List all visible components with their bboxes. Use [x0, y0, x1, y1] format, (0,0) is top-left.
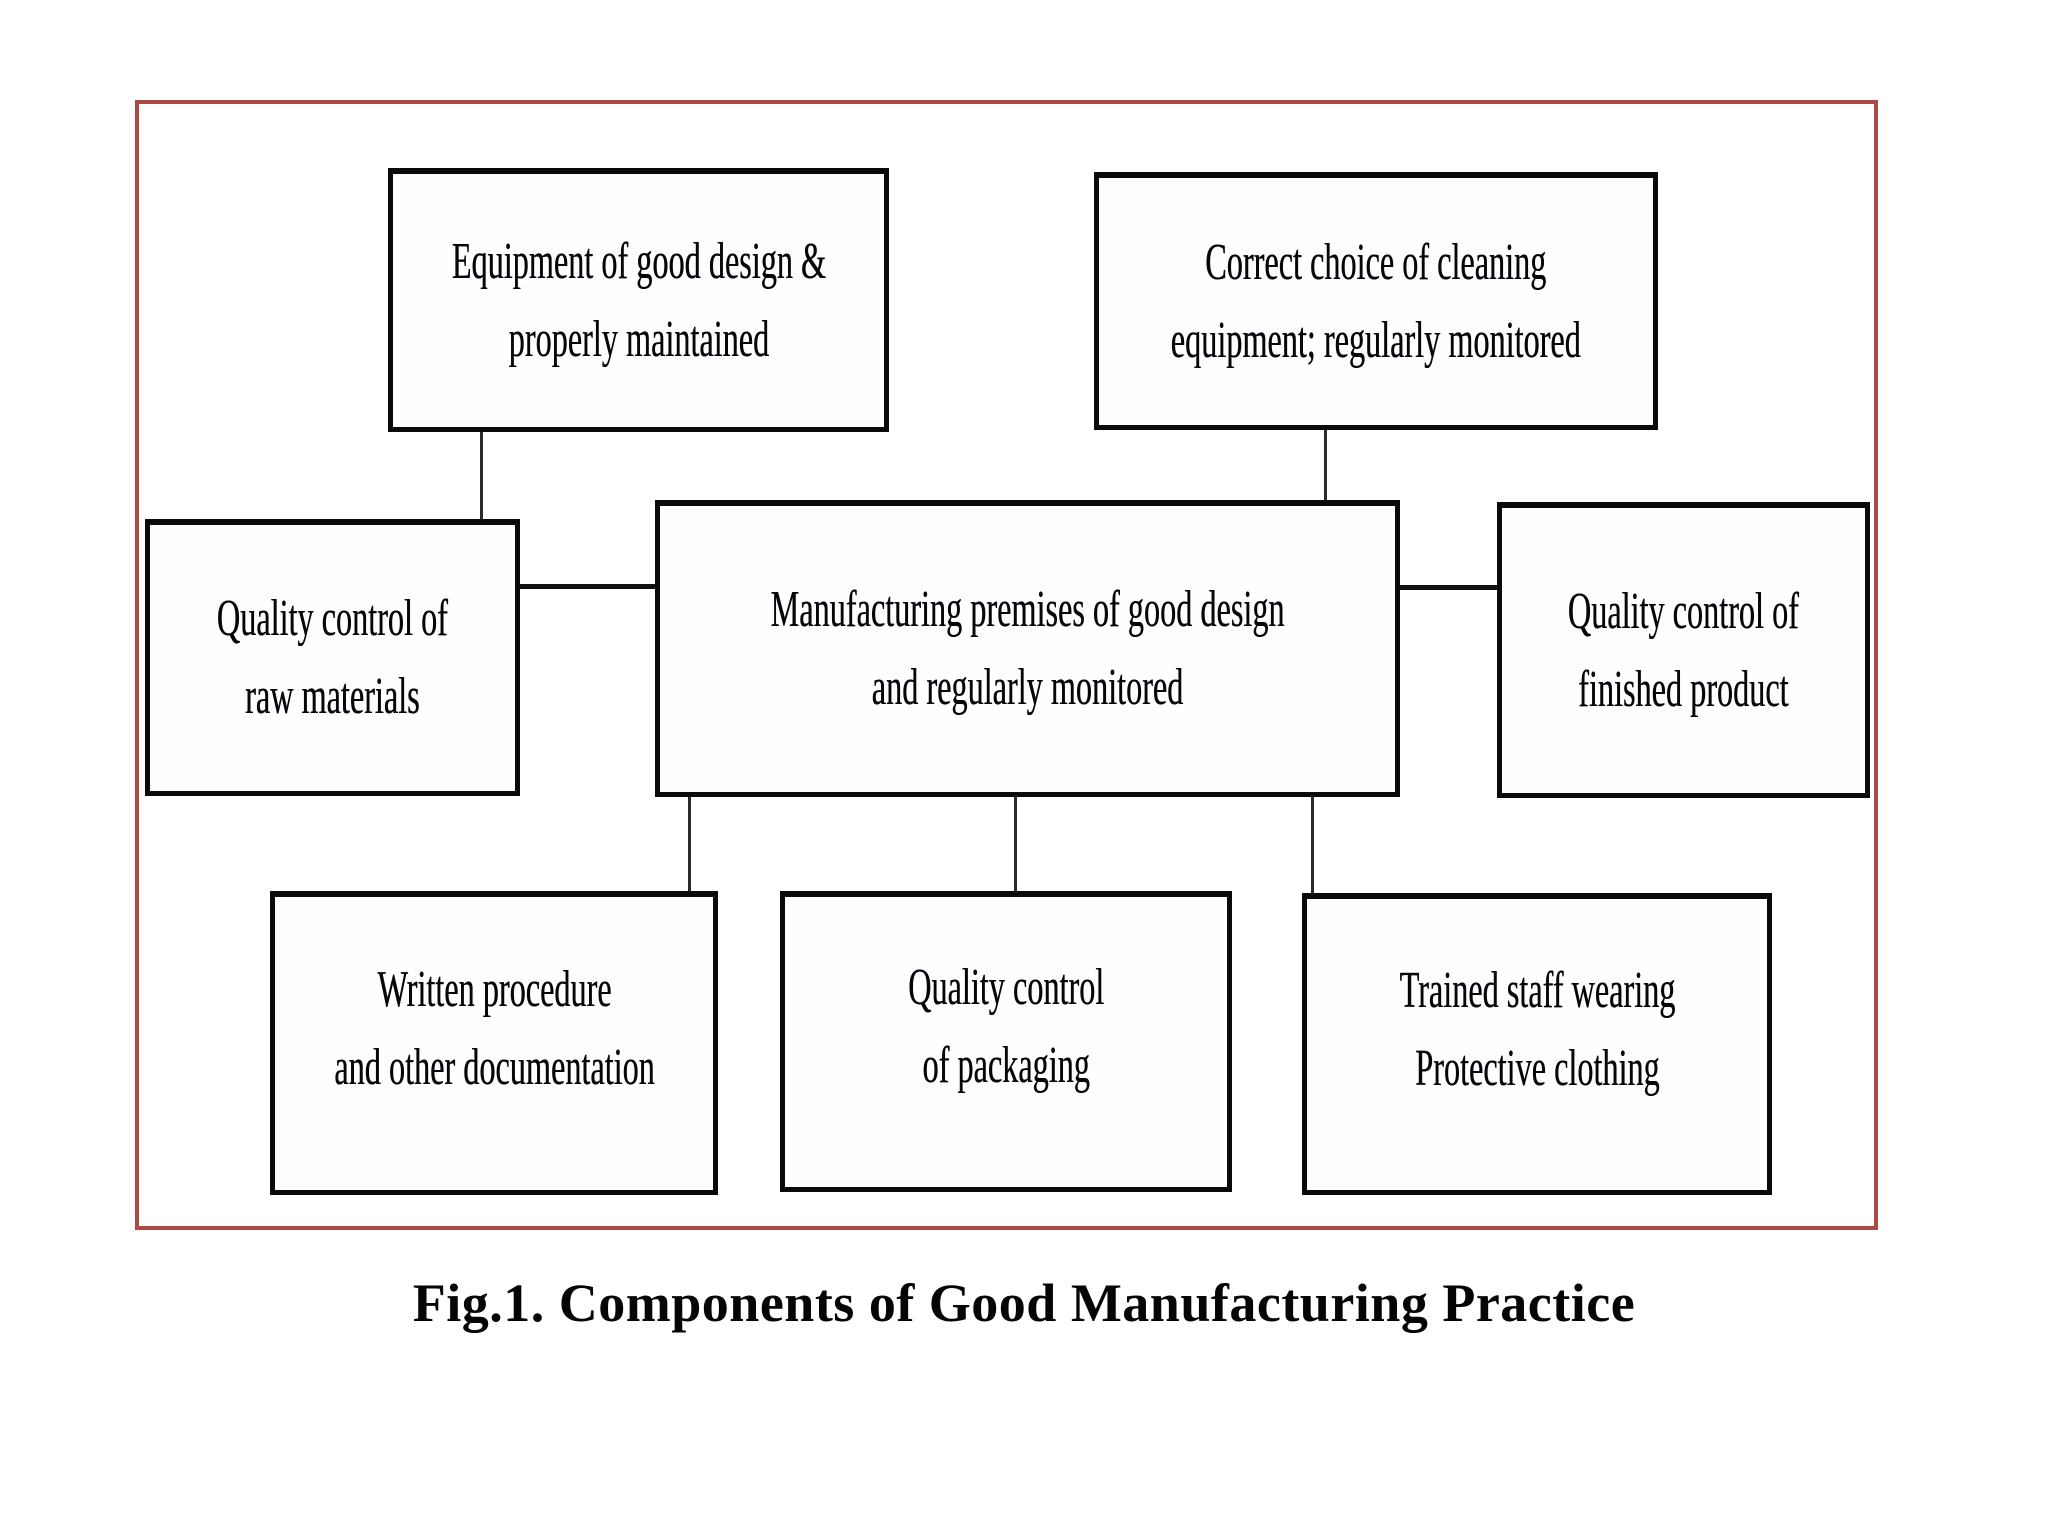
node-quality-control-packaging: Quality control of packaging: [780, 891, 1232, 1192]
node-label: Correct choice of cleaning equipment; re…: [1170, 233, 1582, 369]
node-quality-control-raw-materials: Quality control of raw materials: [145, 519, 520, 796]
node-label: Manufacturing premises of good design an…: [770, 581, 1285, 716]
connector-equipment-to-raw-materials: [480, 430, 483, 520]
node-label: Quality control of raw materials: [216, 590, 449, 725]
connector-cleaning-to-premises: [1324, 428, 1327, 502]
node-quality-control-finished-product: Quality control of finished product: [1497, 502, 1870, 798]
node-trained-staff: Trained staff wearing Protective clothin…: [1302, 893, 1772, 1195]
node-manufacturing-premises: Manufacturing premises of good design an…: [655, 500, 1400, 797]
node-label: Quality control of packaging: [907, 959, 1105, 1094]
node-written-procedure-documentation: Written procedure and other documentatio…: [270, 891, 718, 1195]
connector-raw-materials-to-premises: [518, 584, 657, 589]
node-label: Quality control of finished product: [1567, 582, 1800, 718]
connector-premises-to-staff: [1311, 795, 1314, 894]
node-equipment-good-design: Equipment of good design & properly main…: [388, 168, 889, 432]
connector-premises-to-finished-product: [1398, 585, 1499, 590]
connector-premises-to-packaging: [1014, 795, 1017, 892]
connector-premises-to-documentation: [688, 795, 691, 892]
node-label: Trained staff wearing Protective clothin…: [1399, 961, 1675, 1097]
figure-caption: Fig.1. Components of Good Manufacturing …: [412, 1273, 1636, 1333]
node-label: Equipment of good design & properly main…: [451, 232, 826, 368]
node-label: Written procedure and other documentatio…: [333, 960, 655, 1096]
node-cleaning-equipment: Correct choice of cleaning equipment; re…: [1094, 172, 1658, 430]
